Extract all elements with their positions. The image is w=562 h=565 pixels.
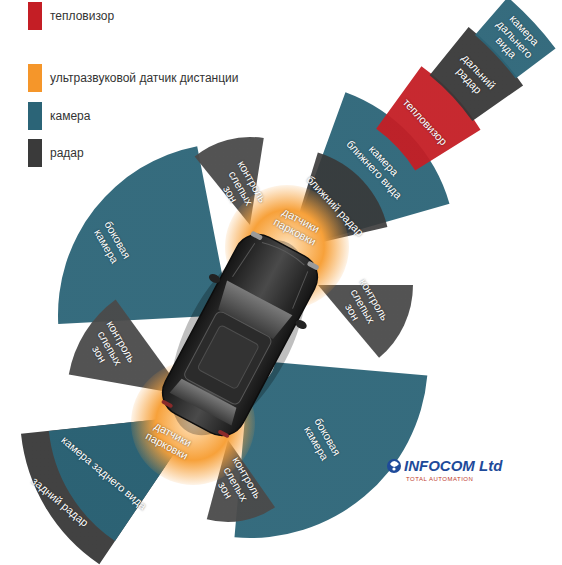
zone-label: боковая камера xyxy=(297,409,348,472)
sensor-sector xyxy=(21,417,192,565)
zone-label-box: боковая камера xyxy=(87,212,138,275)
company-logo: INFOCOM Ltd xyxy=(404,457,502,474)
company-tagline: TOTAL AUTOMATION xyxy=(406,476,473,482)
sensor-sector xyxy=(234,362,427,538)
zone-label: контроль слепых зон xyxy=(80,314,141,381)
zone-label-box: боковая камера xyxy=(297,409,348,472)
zone-label-box: ближний радар xyxy=(299,168,371,244)
zone-label-box: контроль слепых зон xyxy=(206,450,267,517)
zone-label: ближний радар xyxy=(299,168,371,244)
zone-label: дальний радар xyxy=(446,47,503,105)
zone-label-box: задний радар xyxy=(24,470,96,534)
zone-label: тепловизор xyxy=(396,91,454,152)
sensor-sector xyxy=(475,0,556,78)
zone-label: камера дальнего вида xyxy=(481,5,548,73)
logo-icon xyxy=(387,459,401,473)
zone-label-box: дальний радар xyxy=(446,47,503,105)
legend-label: ультразвуковой датчик дистанции xyxy=(50,71,238,85)
legend-label: радар xyxy=(50,146,84,160)
zone-label: камера ближнего вида xyxy=(340,125,417,205)
sensor-sector xyxy=(288,152,387,250)
sensor-sector xyxy=(376,66,480,170)
parking-sensor-ring xyxy=(225,185,349,309)
zone-label-box: датчики парковки xyxy=(266,201,329,251)
zone-label-box: камера заднего вида xyxy=(52,428,155,517)
legend-label: тепловизор xyxy=(50,9,114,23)
sensor-sector xyxy=(207,440,275,522)
zone-label: контроль слепых зон xyxy=(333,272,394,339)
legend-entry: камера xyxy=(28,102,90,130)
sensor-sector xyxy=(318,285,413,358)
zone-label-box: контроль слепых зон xyxy=(211,154,272,221)
zone-label-box: тепловизор xyxy=(396,91,454,152)
legend-label: камера xyxy=(50,109,90,123)
legend-swatch xyxy=(28,102,42,130)
sensor-sector xyxy=(295,92,450,244)
zone-label: контроль слепых зон xyxy=(211,154,272,221)
legend-entry: ультразвуковой датчик дистанции xyxy=(28,64,238,92)
sensor-sector xyxy=(58,146,225,324)
car xyxy=(140,217,338,458)
zone-label-box: контроль слепых зон xyxy=(80,314,141,381)
sensor-sector xyxy=(195,137,264,225)
zone-label: задний радар xyxy=(24,470,96,534)
legend-swatch xyxy=(28,64,42,92)
parking-sensor-ring xyxy=(131,361,255,485)
sensor-sector xyxy=(430,27,524,121)
zone-label: датчики парковки xyxy=(266,201,329,251)
zone-label-box: контроль слепых зон xyxy=(333,272,394,339)
zone-label: контроль слепых зон xyxy=(206,450,267,517)
legend-entry: радар xyxy=(28,139,84,167)
zone-label: камера заднего вида xyxy=(52,428,155,517)
sensor-sector xyxy=(49,417,192,541)
sensor-sector xyxy=(69,300,185,395)
legend-swatch xyxy=(28,139,42,167)
zone-label: боковая камера xyxy=(87,212,138,275)
legend-swatch xyxy=(28,2,42,30)
zone-label-box: камера дальнего вида xyxy=(481,5,548,73)
zone-label-box: датчики парковки xyxy=(138,415,201,465)
legend-entry: тепловизор xyxy=(28,2,114,30)
zone-label: датчики парковки xyxy=(138,415,201,465)
zone-label-box: камера ближнего вида xyxy=(340,125,417,205)
